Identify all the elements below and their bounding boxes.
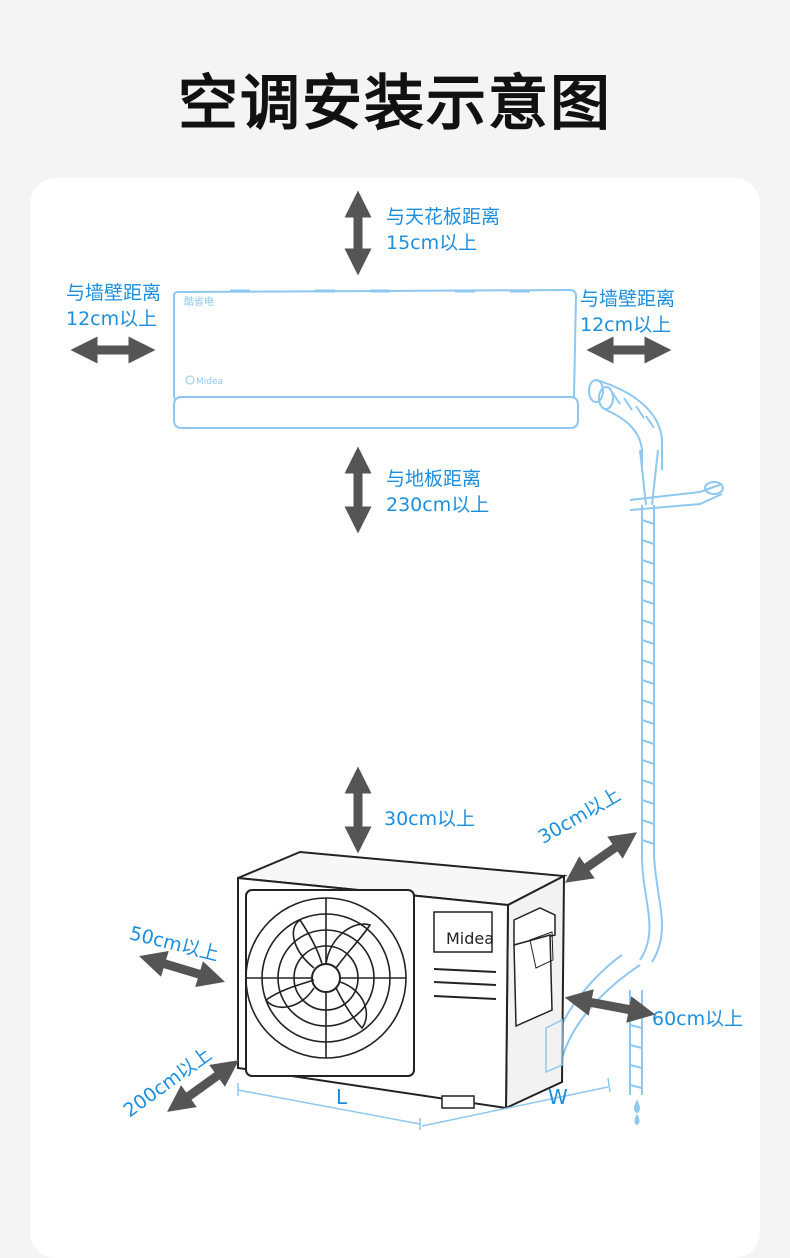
label-ceiling-line1: 与天花板距离 — [386, 206, 501, 228]
label-ceiling: 与天花板距离 15cm以上 — [386, 204, 500, 256]
label-wall-left-line2: 12cm以上 — [66, 308, 158, 330]
dim-width-label: W — [548, 1085, 568, 1109]
outdoor-brand-text: Midea — [446, 929, 494, 948]
label-ceiling-line2: 15cm以上 — [386, 232, 478, 254]
indoor-brand-text: Midea — [196, 377, 223, 387]
indoor-badge-text: 酷省电 — [184, 295, 214, 308]
label-floor-line2: 230cm以上 — [386, 494, 490, 516]
clearance-arrows — [70, 190, 672, 1112]
installation-diagram: 酷省电 Midea — [70, 190, 724, 1130]
arrow-outdoor-left-icon — [139, 950, 225, 988]
page-title: 空调安装示意图 — [178, 69, 612, 139]
arrow-outdoor-right-icon — [564, 989, 656, 1023]
outdoor-unit — [237, 850, 568, 1110]
indoor-pipe — [547, 379, 724, 1126]
label-wall-left-line1: 与墙壁距离 — [66, 282, 162, 304]
arrow-outdoor-back-icon — [564, 832, 638, 883]
arrow-outdoor-front-icon — [167, 1060, 239, 1112]
label-floor: 与地板距离 230cm以上 — [386, 466, 489, 518]
label-wall-left: 与墙壁距离 12cm以上 — [66, 280, 161, 332]
label-outdoor-right: 60cm以上 — [652, 1008, 744, 1030]
indoor-logo-icon — [185, 375, 195, 385]
dim-length-label: L — [336, 1085, 348, 1109]
label-wall-right: 与墙壁距离 12cm以上 — [580, 286, 675, 338]
fan-icon — [245, 897, 407, 1059]
label-wall-right-line1: 与墙壁距离 — [580, 288, 676, 310]
label-outdoor-top: 30cm以上 — [384, 808, 476, 830]
label-wall-right-line2: 12cm以上 — [580, 314, 672, 336]
label-floor-line1: 与地板距离 — [386, 468, 482, 490]
indoor-unit — [173, 288, 579, 429]
